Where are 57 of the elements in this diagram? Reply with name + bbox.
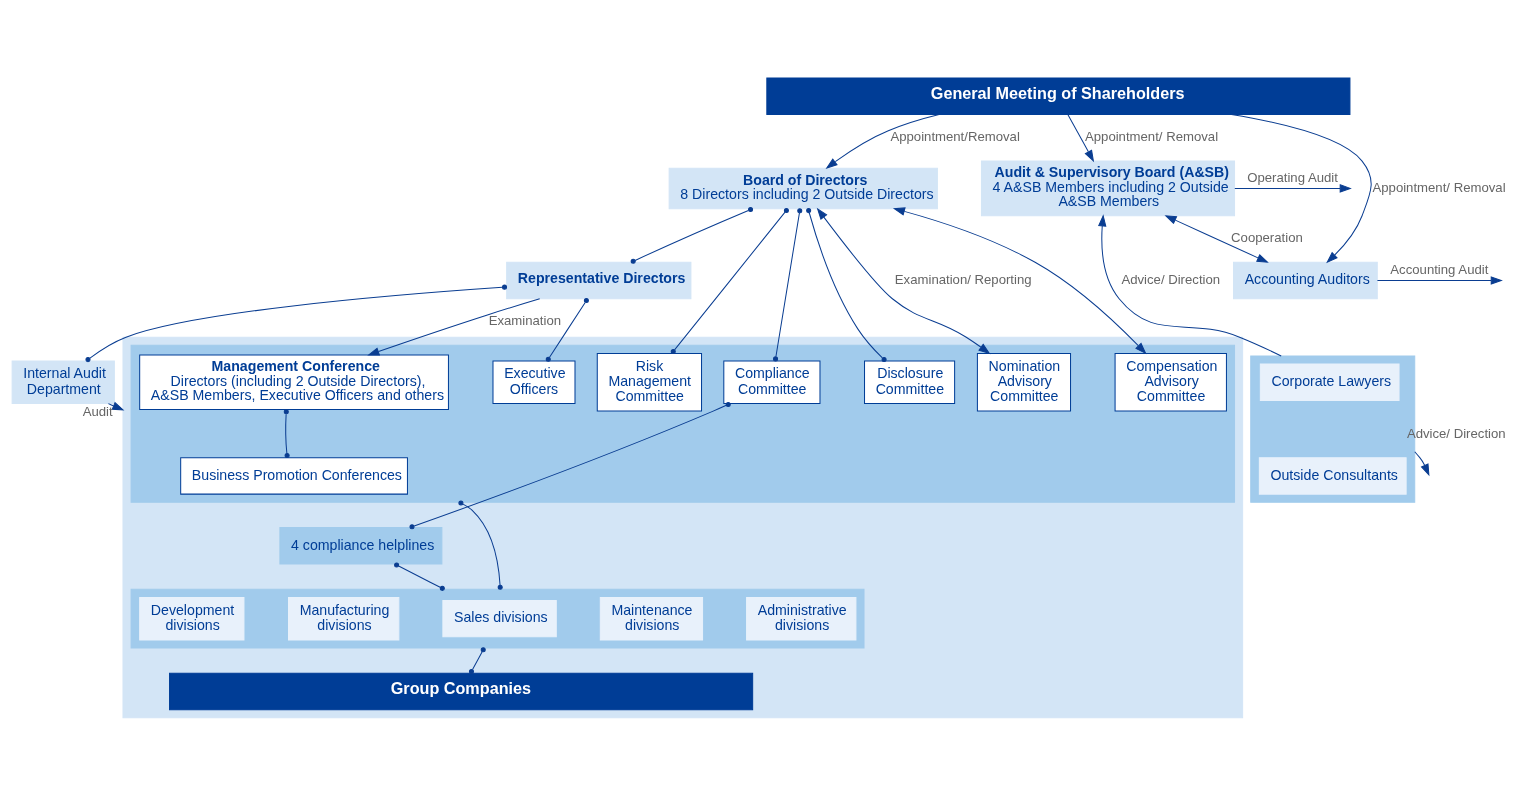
connector <box>670 207 789 354</box>
node-box: Manufacturing divisions <box>288 596 400 640</box>
node-box: Nomination Advisory Committee <box>976 352 1072 412</box>
connector <box>85 284 508 362</box>
node-box: Sales divisions <box>442 599 557 637</box>
node-box: Risk Management Committee <box>596 352 703 412</box>
edge-label: Advice/ Direction <box>1121 271 1221 287</box>
edge-label: Appointment/ Removal <box>1372 179 1506 195</box>
edge-label: Operating Audit <box>1247 169 1338 185</box>
node-box: Management Conference Directors (including 2 Outside Directors), A&SB Members, Executive Officers and others <box>139 353 449 410</box>
arrow <box>816 207 991 354</box>
node-box: Outside Consultants <box>1258 456 1407 495</box>
node-box: Administrative divisions <box>746 596 857 640</box>
connector <box>545 297 589 362</box>
edge-label: Cooperation <box>1231 229 1303 245</box>
cluster <box>130 588 865 648</box>
node-box: Executive Officers <box>492 360 576 404</box>
cluster <box>122 336 1244 718</box>
edge-label: Examination/ Reporting <box>894 271 1032 287</box>
connector <box>806 207 887 362</box>
connector <box>630 206 754 264</box>
node-box: General Meeting of Shareholders <box>766 77 1351 115</box>
node-box: Board of Directors 8 Directors including 2 Outside Directors <box>668 167 938 209</box>
node-box: Representative Directors <box>506 261 692 299</box>
node-box: Compliance Committee <box>723 360 821 404</box>
arrow <box>1234 183 1352 193</box>
node-box: Corporate Lawyers <box>1259 363 1400 401</box>
arrow <box>1097 213 1282 356</box>
edge-label: Appointment/Removal <box>890 128 1020 144</box>
node-box: Accounting Auditors <box>1233 261 1378 299</box>
arrow <box>1414 450 1430 476</box>
node-box: Maintenance divisions <box>599 596 704 640</box>
arrow <box>892 206 1147 354</box>
node-box: Compensation Advisory Committee <box>1114 352 1227 412</box>
node-box: 4 compliance helplines <box>279 526 443 564</box>
edge-label: Appointment/ Removal <box>1084 128 1219 144</box>
connector <box>458 500 503 590</box>
arrow <box>1230 113 1372 263</box>
connector <box>394 562 445 591</box>
arrow <box>1164 214 1269 263</box>
edge-label: Audit <box>82 403 113 419</box>
arrow <box>825 113 940 169</box>
node-box: Business Promotion Conferences <box>180 456 408 495</box>
arrow <box>367 297 541 355</box>
edge-label: Accounting Audit <box>1390 261 1489 277</box>
connector <box>283 408 290 458</box>
connector <box>773 207 803 361</box>
node-box: Group Companies <box>169 672 754 710</box>
node-box: Disclosure Committee <box>864 360 956 404</box>
node-box: Development divisions <box>139 596 245 640</box>
edge-label: Examination <box>488 312 562 328</box>
node-box: Audit & Supervisory Board (A&SB) 4 A&SB Members including 2 Outside A&SB Members <box>980 160 1236 216</box>
arrow <box>1376 275 1503 285</box>
arrow <box>1067 113 1095 162</box>
connector <box>409 401 731 529</box>
arrow <box>107 401 125 410</box>
connector <box>468 646 486 674</box>
